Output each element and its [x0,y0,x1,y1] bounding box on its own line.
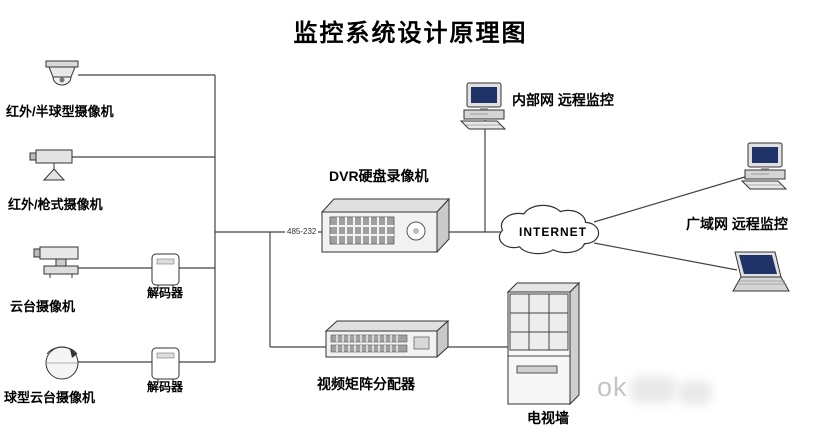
label-tv-wall: 电视墙 [527,410,569,426]
label-internet: INTERNET [519,225,587,239]
watermark-smudge [678,381,712,405]
label-dome-camera: 红外/半球型摄像机 [6,104,114,119]
tv-wall-icon [506,281,581,406]
bullet-camera-icon [29,149,73,181]
label-serial-link: 485-232 [285,227,319,237]
dome-camera-icon [45,60,79,86]
decoder-icon-bottom [151,347,180,382]
desktop-computer-icon-wan [740,142,788,190]
watermark-smudge [630,376,676,403]
label-wan-monitoring: 广域网 远程监控 [686,216,788,232]
diagram-title: 监控系统设计原理图 [293,20,528,47]
speed-dome-camera-icon [45,346,79,380]
label-dvr: DVR硬盘录像机 [329,168,429,184]
matrix-icon [324,319,450,359]
label-matrix: 视频矩阵分配器 [317,376,415,392]
label-decoder-top: 解码器 [147,286,184,300]
ptz-camera-icon [33,246,79,278]
decoder-icon-top [151,253,180,288]
label-decoder-bottom: 解码器 [147,380,184,394]
dvr-icon [320,197,451,254]
label-intranet-monitoring: 内部网 远程监控 [512,92,614,108]
label-bullet-camera: 红外/枪式摄像机 [8,197,103,212]
label-ptz-camera: 云台摄像机 [10,299,76,314]
laptop-icon [732,251,790,292]
label-speed-dome-camera: 球型云台摄像机 [4,390,96,405]
connector-lines [72,74,749,363]
desktop-computer-icon-intranet [459,82,507,130]
watermark: ok [597,372,628,402]
